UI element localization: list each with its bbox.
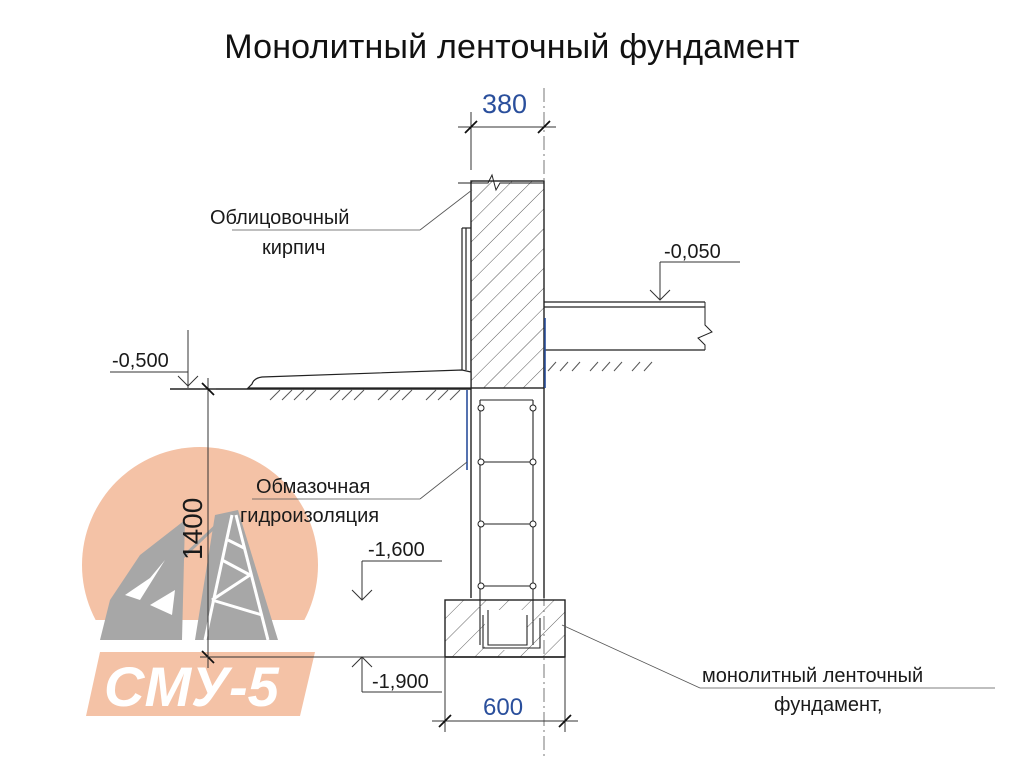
facing-brick-layer: [458, 173, 544, 370]
level-floor-text: -0,050: [664, 241, 721, 263]
footing: [444, 599, 566, 658]
logo-tower-figure: [100, 510, 278, 641]
level-footing-text: -1,900: [372, 671, 429, 693]
dimension-wall-width: 380: [458, 89, 556, 170]
level-mark-footing-bottom: -1,900: [351, 656, 442, 693]
level-ground-text: -0,500: [112, 350, 169, 372]
level-mark-ground: -0,500: [110, 330, 199, 388]
label-waterproofing: Обмазочная гидроизоляция: [240, 461, 468, 527]
page-title: Монолитный ленточный фундамент: [224, 28, 800, 66]
dimension-1400-text: 1400: [177, 498, 208, 560]
blind-area: [170, 369, 472, 390]
foundation-label-1: монолитный ленточный: [702, 665, 923, 687]
logo-banner: [86, 652, 315, 716]
label-facing-brick: Облицовочный кирпич: [210, 189, 473, 259]
floor-slab: [543, 301, 713, 388]
level-mark-waterproofing-bottom: -1,600: [351, 539, 442, 601]
waterproofing: [466, 318, 546, 470]
ground-hatch: [269, 361, 653, 401]
dimension-footing-width: 600: [432, 657, 578, 732]
dimension-600-text: 600: [483, 694, 523, 721]
company-logo: СМУ-5: [60, 447, 350, 718]
level-waterproofing-text: -1,600: [368, 539, 425, 561]
waterproofing-label-1: Обмазочная: [256, 476, 370, 498]
brick-wall: [470, 180, 545, 389]
waterproofing-label-2: гидроизоляция: [240, 505, 379, 527]
label-foundation: монолитный ленточный фундамент,: [561, 624, 995, 716]
facing-brick-label-1: Облицовочный: [210, 207, 349, 229]
dimension-380-text: 380: [482, 89, 527, 119]
logo-text: СМУ-5: [104, 655, 280, 718]
foundation-label-2: фундамент,: [774, 694, 883, 716]
level-mark-floor: -0,050: [649, 241, 740, 301]
dimension-depth: 1400: [177, 378, 445, 668]
facing-brick-label-2: кирпич: [262, 237, 325, 259]
